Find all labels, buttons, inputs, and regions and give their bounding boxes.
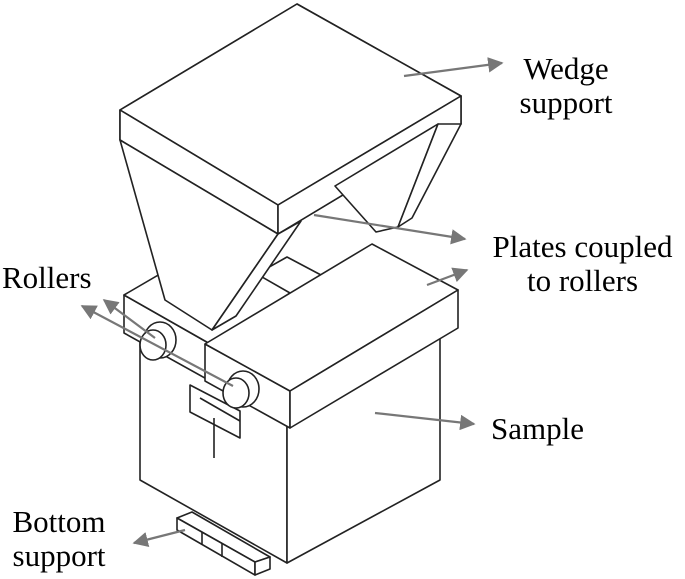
bottom-support-label-line2: support: [12, 538, 106, 573]
plates-label: Plates coupled to rollers: [480, 230, 685, 298]
left-roller: [139, 321, 177, 361]
sample-label: Sample: [491, 411, 584, 446]
plates-label-line1: Plates coupled: [492, 229, 673, 264]
rollers-arrow-1: [102, 299, 156, 339]
plates-label-line2: to rollers: [526, 263, 639, 298]
sample-arrow: [374, 411, 476, 431]
wedge-support-label: Wedge support: [514, 52, 618, 120]
wedge-support-label-line2: support: [519, 85, 613, 120]
rollers-label: Rollers: [2, 260, 92, 295]
plates-arrow-2: [426, 267, 469, 287]
wedge-support-shape: [119, 3, 462, 331]
right-roller: [222, 370, 260, 409]
bottom-support-label-line1: Bottom: [12, 504, 106, 539]
bottom-support-label: Bottom support: [0, 505, 118, 573]
wedge-support-label-line1: Wedge: [523, 51, 609, 86]
plates-arrow-1: [313, 213, 467, 245]
slot-opening: [189, 384, 241, 458]
rollers-arrow-2: [80, 305, 234, 387]
bottom-support-shape: [176, 511, 271, 576]
wedge-arrow: [403, 57, 504, 78]
bottom-support-arrow: [132, 528, 186, 548]
